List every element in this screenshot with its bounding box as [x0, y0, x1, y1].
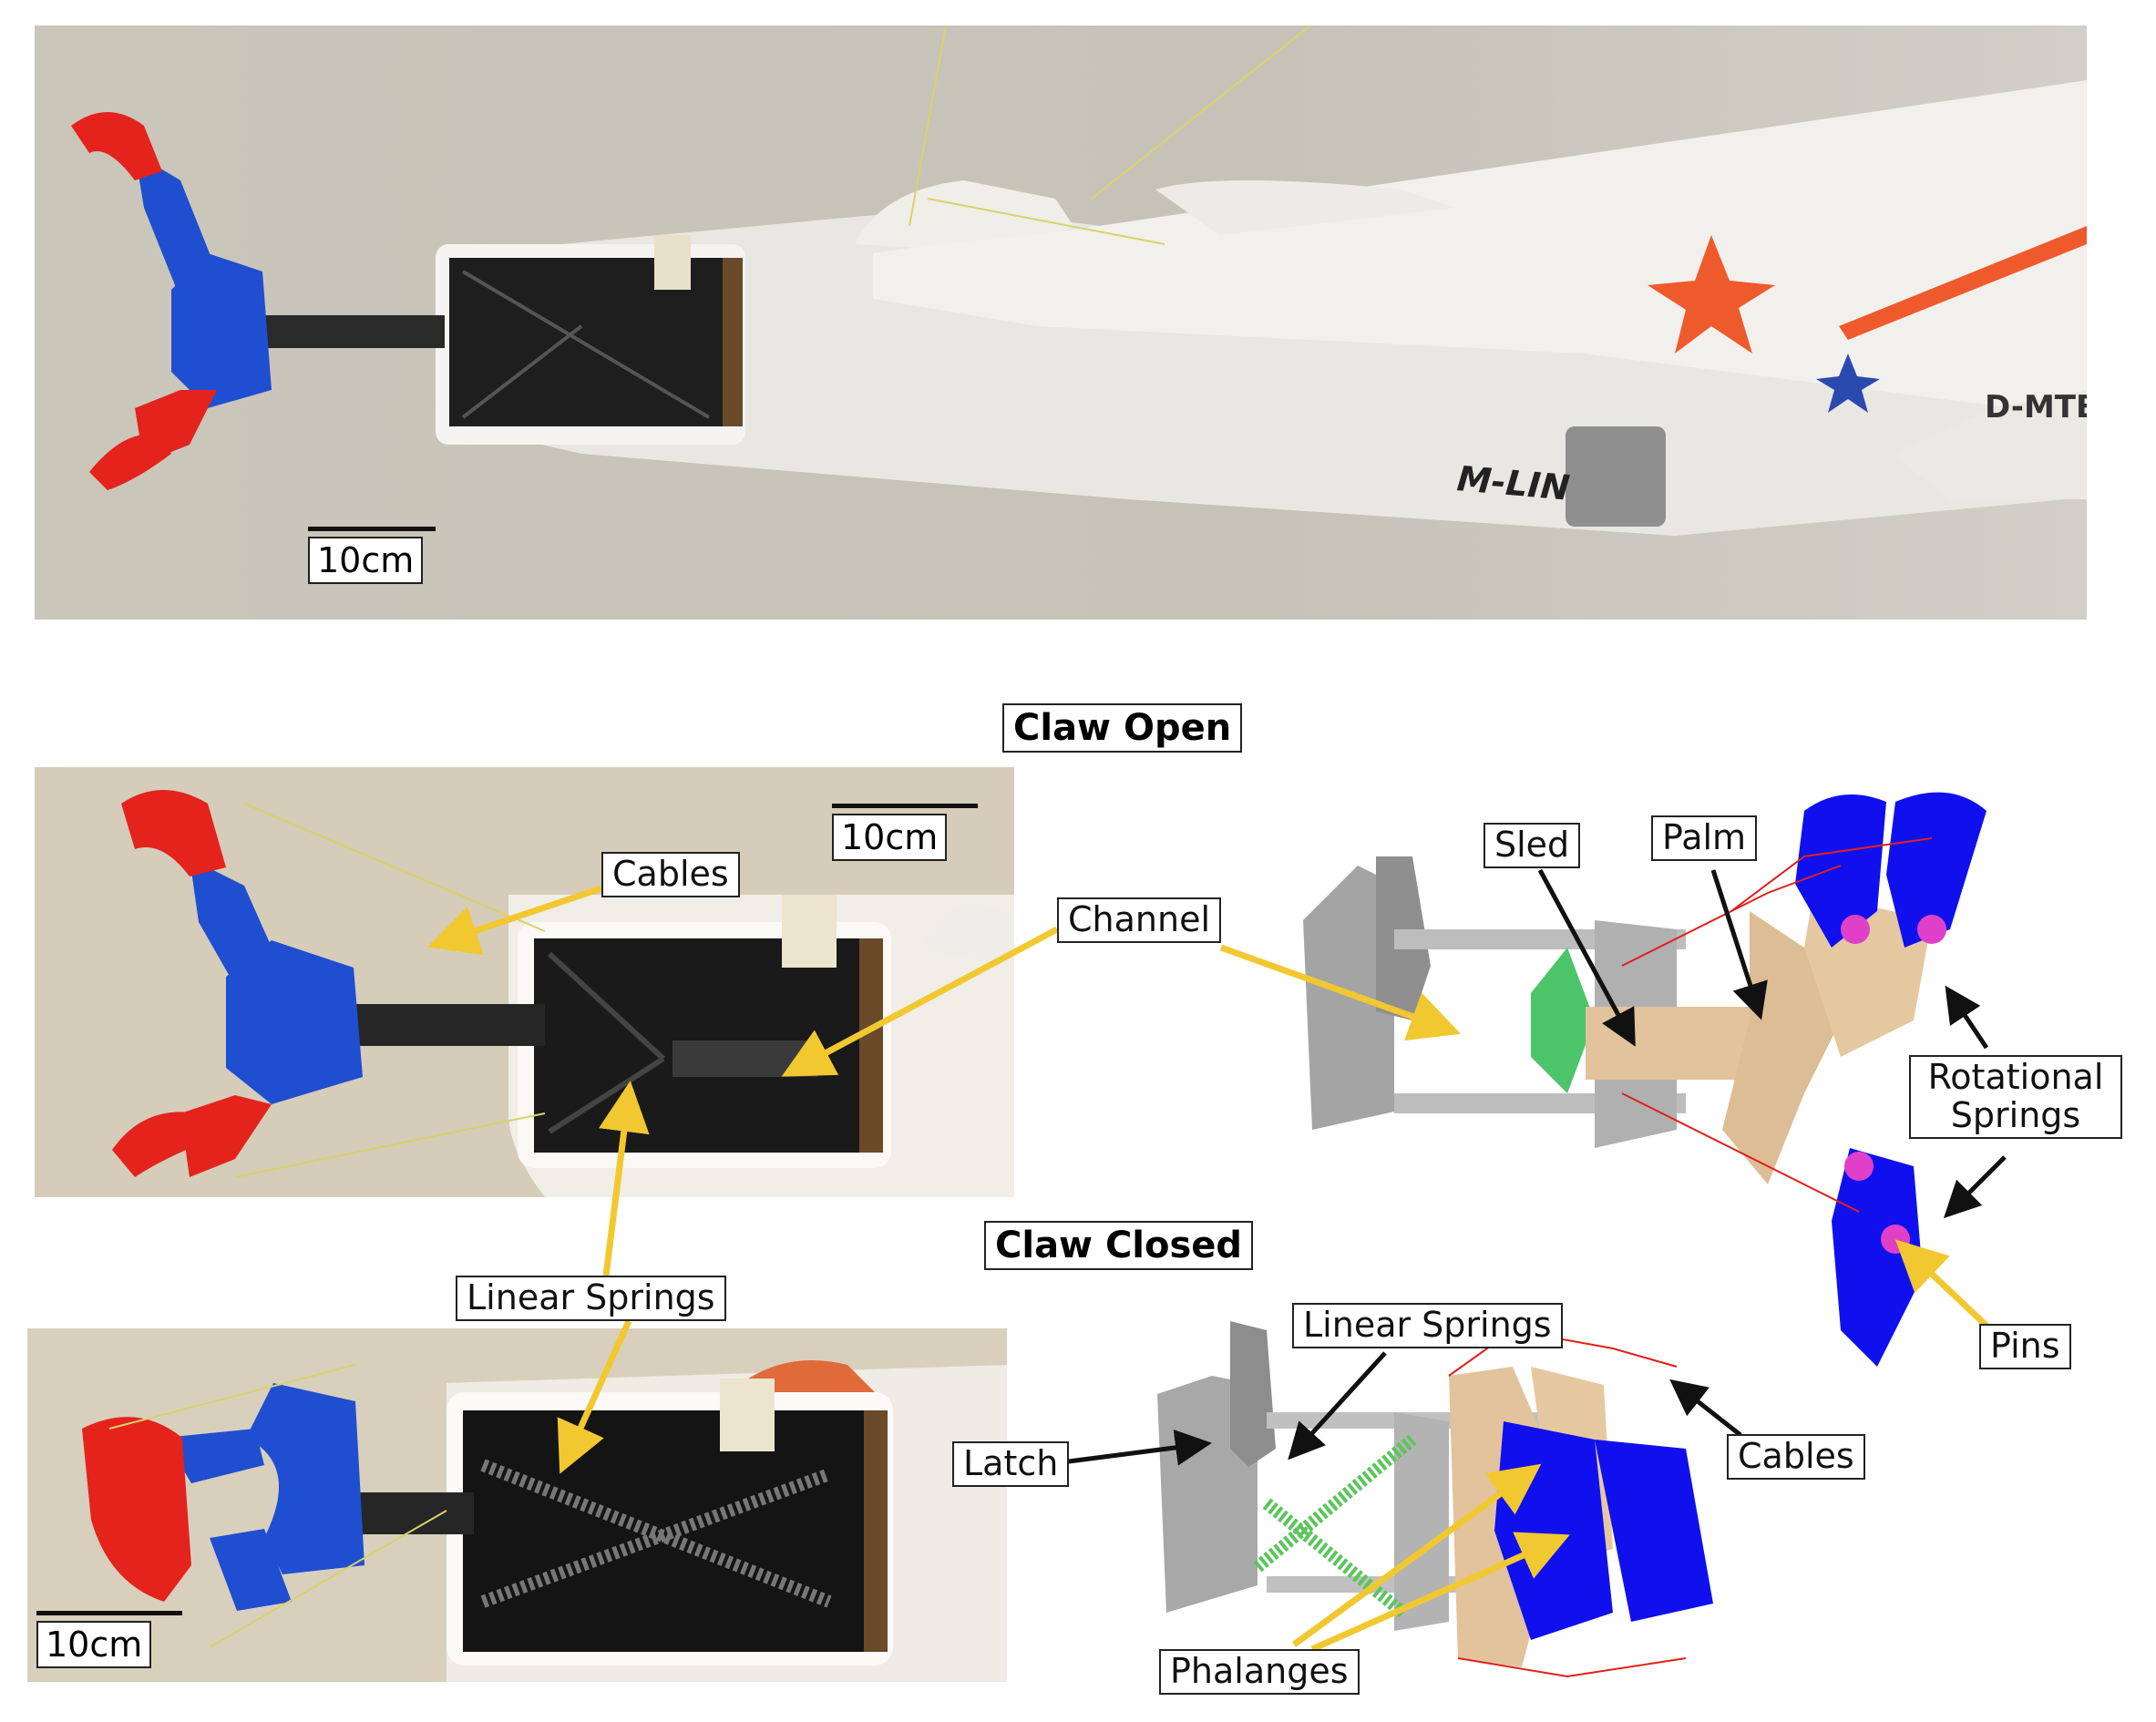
label-phalanges: Phalanges: [1159, 1649, 1360, 1695]
arrow-sled: [1537, 868, 1636, 1047]
scale-bar-top: 10cm: [308, 527, 436, 584]
arrow-palm: [1710, 869, 1768, 1020]
scale-bar-label: 10cm: [36, 1621, 152, 1668]
label-cables-top: Cables: [601, 852, 740, 897]
label-latch: Latch: [952, 1441, 1070, 1487]
claw-closed-photo: 10cm: [27, 1328, 1007, 1682]
aircraft-registration-text: D-MTB: [1985, 389, 2087, 425]
label-sled: Sled: [1484, 823, 1581, 868]
arrow-channel-right: [1219, 944, 1462, 1041]
arrow-phalanges-up: [1291, 1463, 1542, 1647]
arrow-channel-left: [781, 926, 1059, 1077]
label-linear-springs-left: Linear Springs: [456, 1276, 726, 1321]
scale-bar-label: 10cm: [832, 814, 948, 861]
aircraft-brand-text: M-LIN: [1455, 458, 1571, 508]
arrow-linear-springs-down: [557, 1319, 632, 1474]
scale-bar-label: 10cm: [308, 537, 424, 584]
scale-bar-closed: 10cm: [36, 1611, 182, 1668]
label-pins: Pins: [1979, 1324, 2071, 1369]
arrow-rotational-up: [1945, 985, 1989, 1050]
cad-closed-render: [1139, 1312, 1759, 1695]
arrow-cables-bottom: [1669, 1379, 1742, 1437]
cad-open-render: [1294, 784, 2023, 1421]
arrow-linear-springs-up: [599, 1081, 650, 1276]
claw-open-photo: 10cm: [35, 767, 1014, 1197]
label-cables-bottom: Cables: [1727, 1434, 1865, 1480]
label-linear-springs-right: Linear Springs: [1292, 1303, 1563, 1348]
arrow-rotational-down: [1943, 1155, 2007, 1219]
aircraft-photo: M-LIN D-MTB 10cm: [35, 26, 2087, 620]
heading-claw-open: Claw Open: [1002, 703, 1243, 753]
label-rotational-springs: Rotational Springs: [1909, 1055, 2122, 1139]
scale-bar-open: 10cm: [832, 804, 978, 861]
arrow-cables-top: [426, 885, 603, 956]
arrow-phalanges-right: [1310, 1532, 1570, 1653]
arrow-latch: [1061, 1430, 1212, 1466]
heading-claw-closed: Claw Closed: [984, 1221, 1254, 1270]
arrow-pins: [1894, 1239, 1989, 1328]
label-channel: Channel: [1057, 897, 1222, 943]
arrow-linear-springs-right: [1288, 1351, 1387, 1461]
label-palm: Palm: [1651, 815, 1758, 861]
